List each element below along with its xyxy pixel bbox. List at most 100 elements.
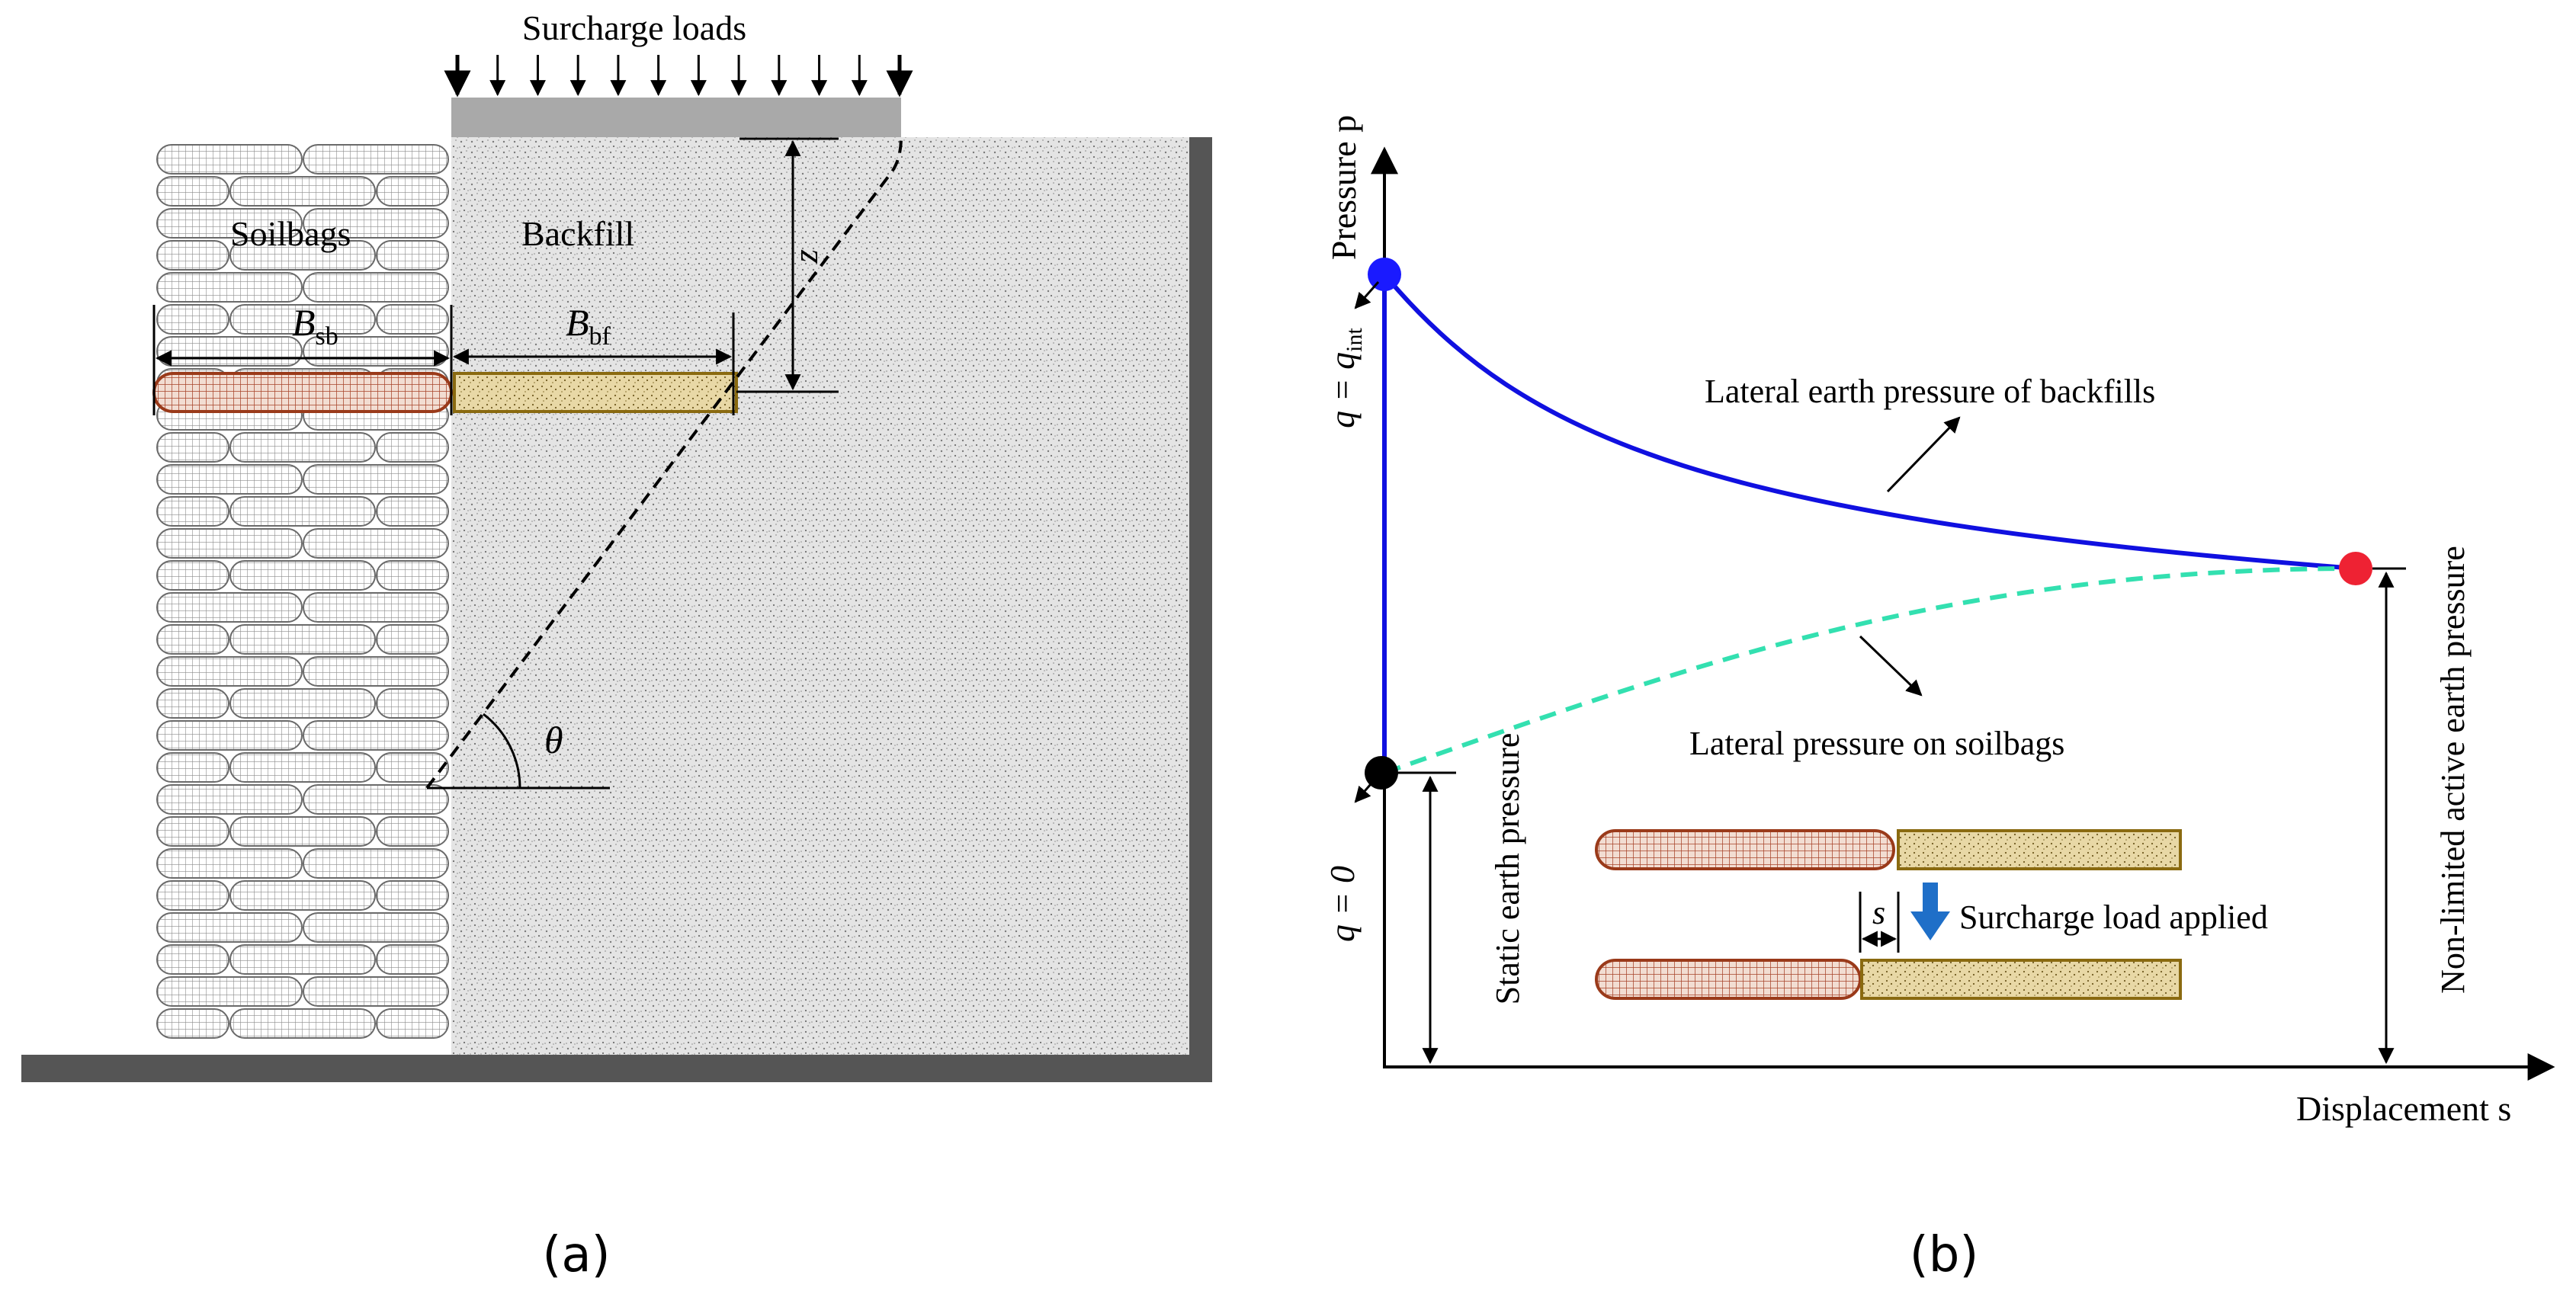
caption-a: (a) bbox=[542, 1227, 610, 1283]
soilbag-unit bbox=[156, 208, 303, 239]
backfill-curve-label: Lateral earth pressure of backfills bbox=[1705, 373, 2155, 410]
bbf-dimension: Bbf bbox=[452, 301, 735, 415]
soilbag-unit bbox=[229, 752, 376, 783]
surcharge-plate bbox=[451, 98, 901, 137]
q-int-label: q = qint bbox=[1323, 327, 1367, 428]
soilbag-unit bbox=[156, 304, 229, 335]
soilbag-unit bbox=[229, 304, 376, 335]
soilbag-unit bbox=[376, 496, 449, 527]
surcharge-arrows bbox=[444, 55, 913, 98]
static-pressure-label: Static earth pressure bbox=[1489, 733, 1526, 1005]
soilbag-unit bbox=[156, 784, 303, 815]
soilbag-unit bbox=[376, 560, 449, 591]
panel-b: Pressure p Displacement s q = qint q = 0… bbox=[1323, 115, 2555, 1283]
inset-soilbag-after bbox=[1595, 959, 1862, 1000]
inset-soilbag-before bbox=[1595, 829, 1895, 870]
backfill-label: Backfill bbox=[521, 214, 634, 253]
backfill-curve-pointer bbox=[1886, 416, 1961, 493]
soilbag-unit bbox=[156, 752, 229, 783]
active-pressure-label: Non-limited active earth pressure bbox=[2434, 546, 2472, 994]
soilbag-unit bbox=[229, 496, 376, 527]
soilbag-unit bbox=[303, 720, 449, 751]
ground-base bbox=[21, 1055, 1212, 1082]
z-dimension: z bbox=[736, 137, 839, 393]
theta-label: θ bbox=[544, 719, 563, 761]
surcharge-applied-arrow bbox=[1910, 883, 1950, 940]
soilbag-unit bbox=[156, 560, 229, 591]
soilbag-unit bbox=[376, 816, 449, 847]
soilbag-unit bbox=[156, 976, 303, 1007]
soilbag-unit bbox=[376, 240, 449, 271]
soilbag-unit bbox=[156, 336, 303, 367]
soilbag-unit bbox=[303, 272, 449, 303]
failure-plane bbox=[425, 136, 903, 790]
soilbag-unit bbox=[156, 816, 229, 847]
soilbag-unit bbox=[156, 656, 303, 687]
soilbag-unit bbox=[303, 976, 449, 1007]
soilbag-unit bbox=[229, 624, 376, 655]
soilbag-unit bbox=[303, 656, 449, 687]
bsb-label: Bsb bbox=[292, 301, 338, 351]
inset-backfill-after bbox=[1860, 959, 2182, 1000]
q-zero-pointer bbox=[1354, 778, 1377, 803]
soilbag-unit bbox=[156, 944, 229, 975]
soilbag-unit bbox=[376, 432, 449, 463]
soilbag-unit bbox=[156, 848, 303, 879]
soilbag-unit bbox=[156, 592, 303, 623]
surcharge-applied-label: Surcharge load applied bbox=[1959, 899, 2268, 936]
soilbag-unit bbox=[156, 624, 229, 655]
soilbag-unit bbox=[303, 784, 449, 815]
backfill-area bbox=[451, 137, 1189, 1055]
soilbag-unit bbox=[303, 464, 449, 495]
backfill-pressure-curve bbox=[1382, 273, 2356, 571]
end-point bbox=[2339, 552, 2372, 585]
soilbag-unit bbox=[229, 432, 376, 463]
soilbags-label: Soilbags bbox=[230, 214, 351, 253]
soilbag-unit bbox=[303, 592, 449, 623]
soilbag-unit bbox=[156, 1008, 229, 1039]
soilbag-unit bbox=[156, 528, 303, 559]
soilbag-unit bbox=[376, 624, 449, 655]
soilbag-unit bbox=[376, 304, 449, 335]
soilbag-curve-pointer bbox=[1859, 635, 1923, 697]
s-label: s bbox=[1872, 894, 1885, 931]
soilbag-unit bbox=[376, 944, 449, 975]
soilbag-unit bbox=[376, 880, 449, 911]
right-wall bbox=[1189, 137, 1212, 1082]
soilbag-unit bbox=[156, 912, 303, 943]
soilbag-unit bbox=[156, 688, 229, 719]
soilbag-unit bbox=[156, 176, 229, 207]
soilbag-pressure-curve bbox=[1384, 566, 2356, 775]
soilbag-curve-label: Lateral pressure on soilbags bbox=[1689, 725, 2064, 762]
soilbag-unit bbox=[376, 1008, 449, 1039]
z-label: z bbox=[786, 249, 825, 264]
soilbag-unit bbox=[376, 688, 449, 719]
soilbag-unit bbox=[229, 176, 376, 207]
soilbag-unit bbox=[229, 1008, 376, 1039]
soilbag-unit bbox=[376, 752, 449, 783]
soilbag-unit bbox=[303, 528, 449, 559]
backfill-reinforced-layer bbox=[453, 372, 738, 413]
soilbag-column bbox=[156, 144, 449, 1039]
soilbag-unit bbox=[156, 144, 303, 175]
inset-backfill-before bbox=[1897, 829, 2182, 870]
soilbag-unit bbox=[303, 144, 449, 175]
caption-b: (b) bbox=[1910, 1227, 1979, 1283]
soilbag-unit bbox=[156, 496, 229, 527]
soilbag-unit bbox=[229, 688, 376, 719]
q-zero-label: q = 0 bbox=[1323, 866, 1362, 942]
start-point-top bbox=[1368, 258, 1401, 291]
soilbag-unit bbox=[156, 432, 229, 463]
theta-arc bbox=[483, 713, 521, 789]
soilbag-unit bbox=[229, 560, 376, 591]
soilbag-unit bbox=[229, 880, 376, 911]
bbf-label: Bbf bbox=[566, 301, 611, 351]
y-axis-label: Pressure p bbox=[1324, 115, 1363, 260]
soilbag-unit bbox=[303, 848, 449, 879]
soilbag-unit bbox=[156, 464, 303, 495]
soilbag-unit bbox=[229, 816, 376, 847]
bsb-dimension: Bsb bbox=[152, 301, 453, 415]
soilbag-unit bbox=[229, 240, 376, 271]
soilbag-unit bbox=[156, 880, 229, 911]
